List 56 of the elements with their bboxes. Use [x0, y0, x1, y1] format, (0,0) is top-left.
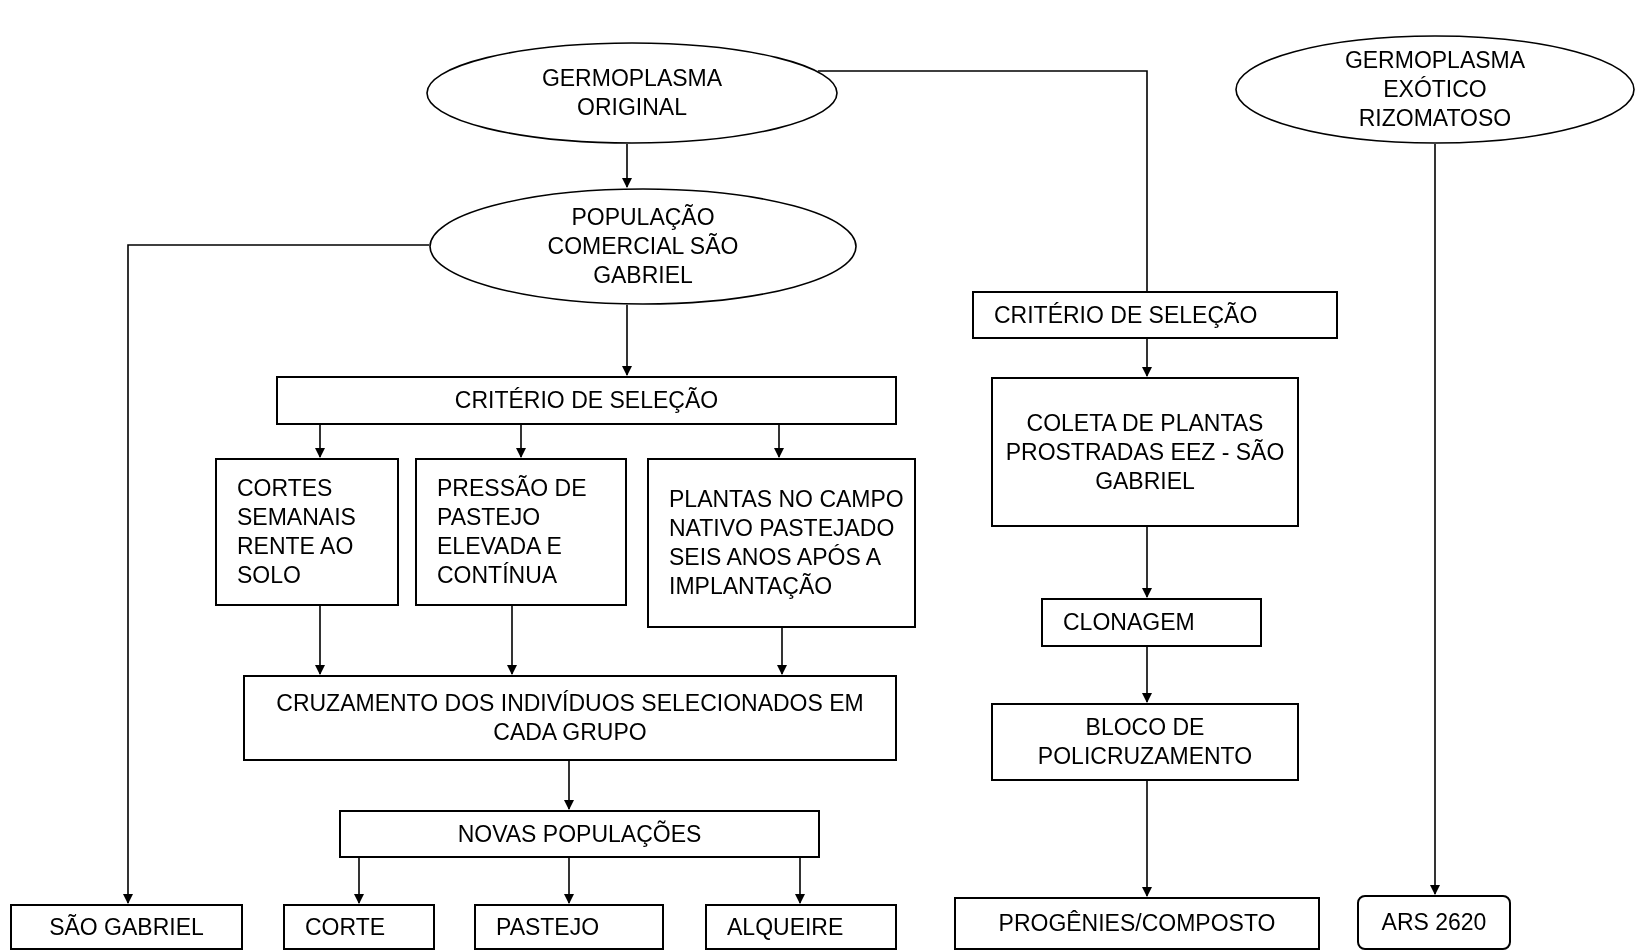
node-label: PROGÊNIES/COMPOSTO — [998, 909, 1276, 938]
node-label: PASTEJO — [496, 912, 600, 942]
process-box — [415, 458, 627, 606]
process-box — [954, 897, 1320, 950]
arrow — [564, 760, 574, 810]
process-box — [283, 904, 435, 950]
arrow — [516, 424, 526, 458]
process-box — [972, 291, 1338, 339]
process-box — [991, 703, 1299, 781]
node-label: CORTES SEMANAIS RENTE AO SOLO — [237, 474, 357, 590]
node-label: SÃO GABRIEL — [49, 912, 204, 942]
arrow — [123, 244, 430, 904]
arrow — [315, 605, 325, 675]
arrow — [622, 143, 632, 188]
node-label: BLOCO DE POLICRUZAMENTO — [1036, 713, 1254, 771]
process-box — [276, 376, 897, 425]
ellipse-node — [426, 42, 838, 144]
node-label: CLONAGEM — [1063, 608, 1195, 637]
process-box — [1357, 895, 1511, 950]
arrow — [507, 605, 517, 675]
node-label: GERMOPLASMA EXÓTICO RIZOMATOSO — [1343, 46, 1527, 133]
arrow — [774, 424, 784, 458]
node-label: ALQUEIRE — [727, 912, 844, 942]
arrow — [795, 857, 805, 904]
arrow — [1142, 526, 1152, 598]
node-label: PRESSÃO DE PASTEJO ELEVADA E CONTÍNUA — [437, 474, 588, 590]
ellipse-node — [1235, 35, 1635, 144]
node-label: CRUZAMENTO DOS INDIVÍDUOS SELECIONADOS EM CADA GRUPO — [275, 689, 865, 747]
process-box — [991, 377, 1299, 527]
process-box — [474, 904, 664, 950]
arrow — [777, 627, 787, 675]
process-box — [339, 810, 820, 858]
node-label: COLETA DE PLANTAS PROSTRADAS EEZ - SÃO GABRIEL — [1004, 408, 1286, 496]
node-label: CRITÉRIO DE SELEÇÃO — [454, 386, 719, 415]
arrow — [1142, 338, 1152, 377]
arrow — [622, 304, 632, 376]
arrow — [1142, 646, 1152, 703]
process-box — [215, 458, 399, 606]
process-box — [243, 675, 897, 761]
node-label: CORTE — [305, 912, 386, 942]
process-box — [10, 904, 243, 950]
arrow — [564, 857, 574, 904]
arrow — [354, 857, 364, 904]
arrow — [1142, 780, 1152, 897]
arrow — [315, 424, 325, 458]
process-box — [705, 904, 897, 950]
arrow — [1430, 143, 1440, 895]
node-label: ARS 2620 — [1381, 908, 1487, 937]
node-label: NOVAS POPULAÇÕES — [457, 819, 702, 849]
process-box — [1041, 598, 1262, 647]
node-label: GERMOPLASMA ORIGINAL — [540, 64, 724, 122]
process-box — [647, 458, 916, 628]
ellipse-node — [429, 188, 857, 305]
node-label: POPULAÇÃO COMERCIAL SÃO GABRIEL — [546, 203, 740, 290]
node-label: CRITÉRIO DE SELEÇÃO — [994, 300, 1258, 330]
node-label: PLANTAS NO CAMPO NATIVO PASTEJADO SEIS ANOS APÓS A IMPLANTAÇÃO — [669, 485, 905, 601]
